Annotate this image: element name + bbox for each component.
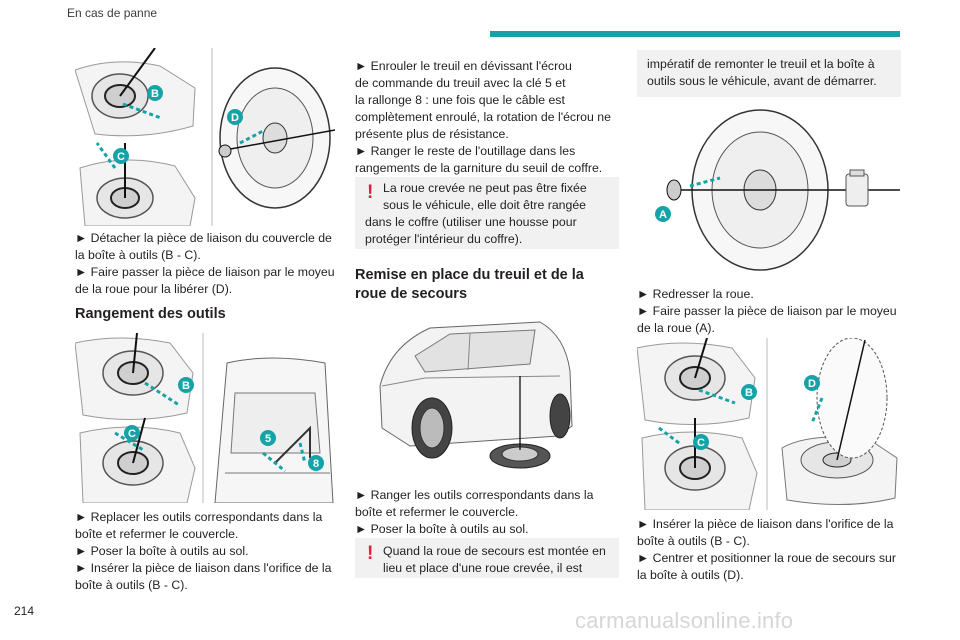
warning-continuation: impératif de remonter le treuil et la bo… <box>637 50 901 97</box>
figure-box-and-wheel: B C D <box>637 338 898 510</box>
header-accent-bar <box>490 31 900 37</box>
figure-badge-5: 5 <box>265 433 271 445</box>
figure-badge-a: A <box>659 209 667 221</box>
figure-badge-b: B <box>745 387 753 399</box>
col1-instructions-1: ► Détacher la pièce de liaison du couver… <box>75 231 335 296</box>
figure-badge-d: D <box>808 378 816 390</box>
warning-box-flat-tyre: ! La roue crevée ne peut pas être fixée … <box>355 177 619 249</box>
heading-rangement-outils: Rangement des outils <box>75 306 226 322</box>
heading-remise-en-place: Remise en place du treuil et de la roue … <box>355 267 584 302</box>
warning-icon: ! <box>367 543 374 564</box>
col1-instructions-2: ► Replacer les outils correspondants dan… <box>75 510 332 592</box>
col3-instructions-1: ► Redresser la roue. ► Faire passer la p… <box>637 287 897 335</box>
col2-instructions-1: ► Enrouler le treuil en dévissant l'écro… <box>355 59 611 175</box>
figure-detach-link: B C D <box>75 48 335 226</box>
figure-vehicle-spare-wheel <box>379 321 573 469</box>
figure-wheel-hub: A <box>655 109 900 271</box>
col3-instructions-2: ► Insérer la pièce de liaison dans l'ori… <box>637 517 896 582</box>
col2-instructions-2: ► Ranger les outils correspondants dans … <box>355 488 594 536</box>
warning-box-spare-wheel: ! Quand la roue de secours est montée en… <box>355 538 619 578</box>
figure-badge-c: C <box>697 437 705 449</box>
warning-icon: ! <box>367 182 374 203</box>
figure-badge-8: 8 <box>313 458 319 470</box>
figure-badge-b: B <box>182 380 190 392</box>
figure-badge-c: C <box>128 428 136 440</box>
figure-badge-b: B <box>151 88 159 100</box>
figure-badge-d: D <box>231 112 239 124</box>
section-header: En cas de panne <box>67 6 158 20</box>
page-number: 214 <box>14 604 35 618</box>
watermark-text: carmanualsonline.info <box>575 608 794 633</box>
figure-badge-c: C <box>117 151 125 163</box>
figure-tool-storage: B C 5 8 <box>75 333 334 503</box>
